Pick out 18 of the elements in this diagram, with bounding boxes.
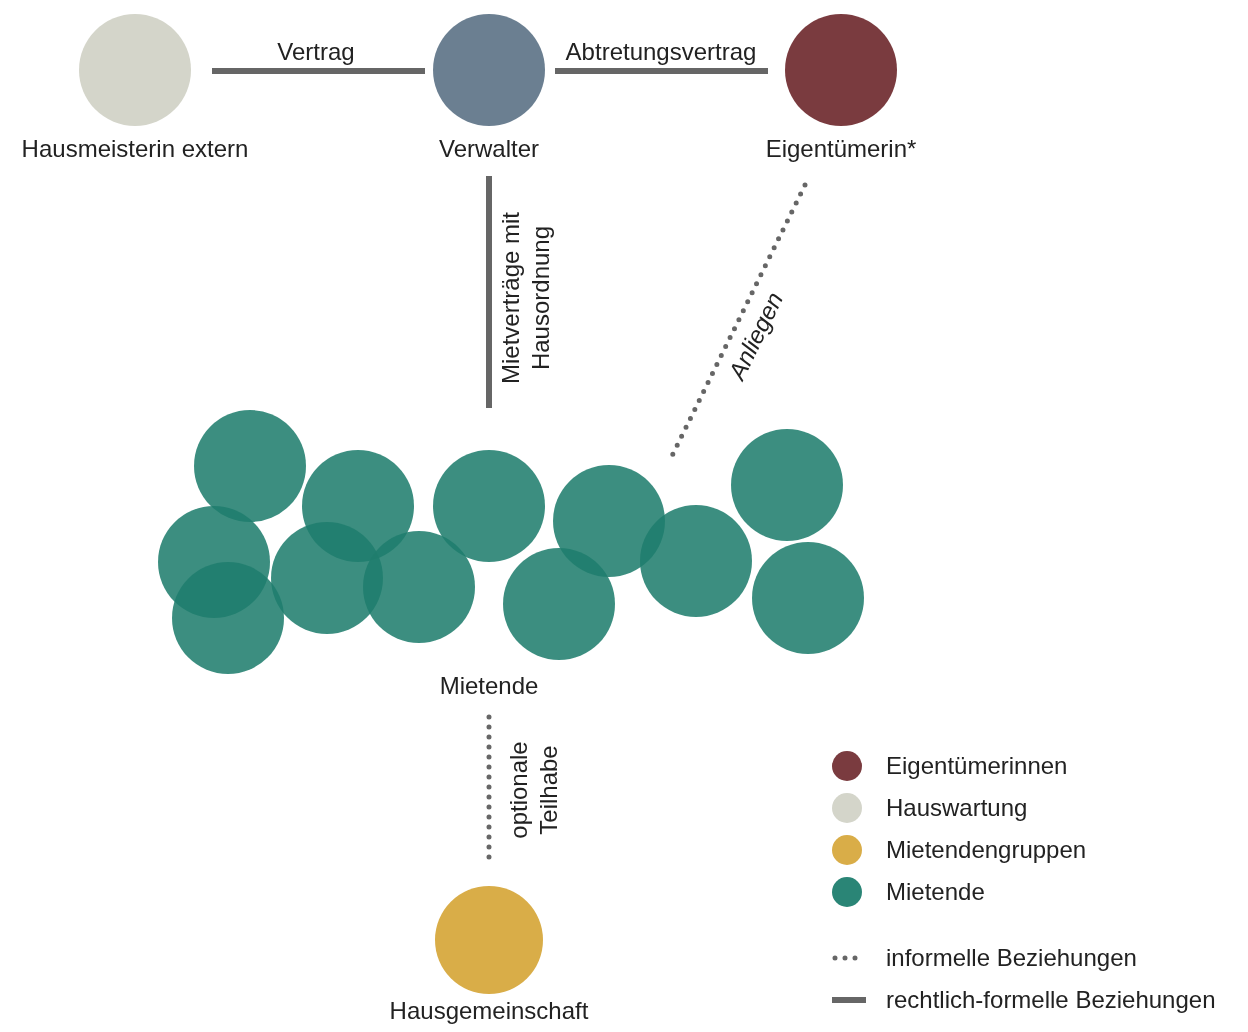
edge-label: Vertrag: [276, 37, 356, 67]
connector-line: [486, 176, 492, 408]
connector-line: [555, 68, 768, 74]
edge-label: Abtretungsvertrag: [564, 37, 758, 67]
edge-label: optionale Teilhabe: [504, 740, 563, 841]
legend-label: Eigentümerinnen: [886, 751, 1068, 781]
legend-label: rechtlich-formelle Beziehungen: [886, 985, 1216, 1015]
legend-label: informelle Beziehungen: [886, 943, 1137, 973]
node-label: Verwalter: [438, 135, 539, 163]
legend-label: Mietende: [886, 877, 985, 907]
node-label: Mietende: [439, 671, 539, 701]
node-label: Hausgemeinschaft: [389, 997, 589, 1025]
node-label: Hausmeisterin extern: [21, 135, 249, 163]
edge-label: Mietverträge mit Hausordnung: [496, 211, 555, 387]
node-label: Eigentümerin*: [765, 135, 917, 163]
legend-label: Mietendengruppen: [886, 835, 1087, 865]
connector-line: [212, 68, 425, 74]
legend-label: Hauswartung: [886, 793, 1028, 823]
